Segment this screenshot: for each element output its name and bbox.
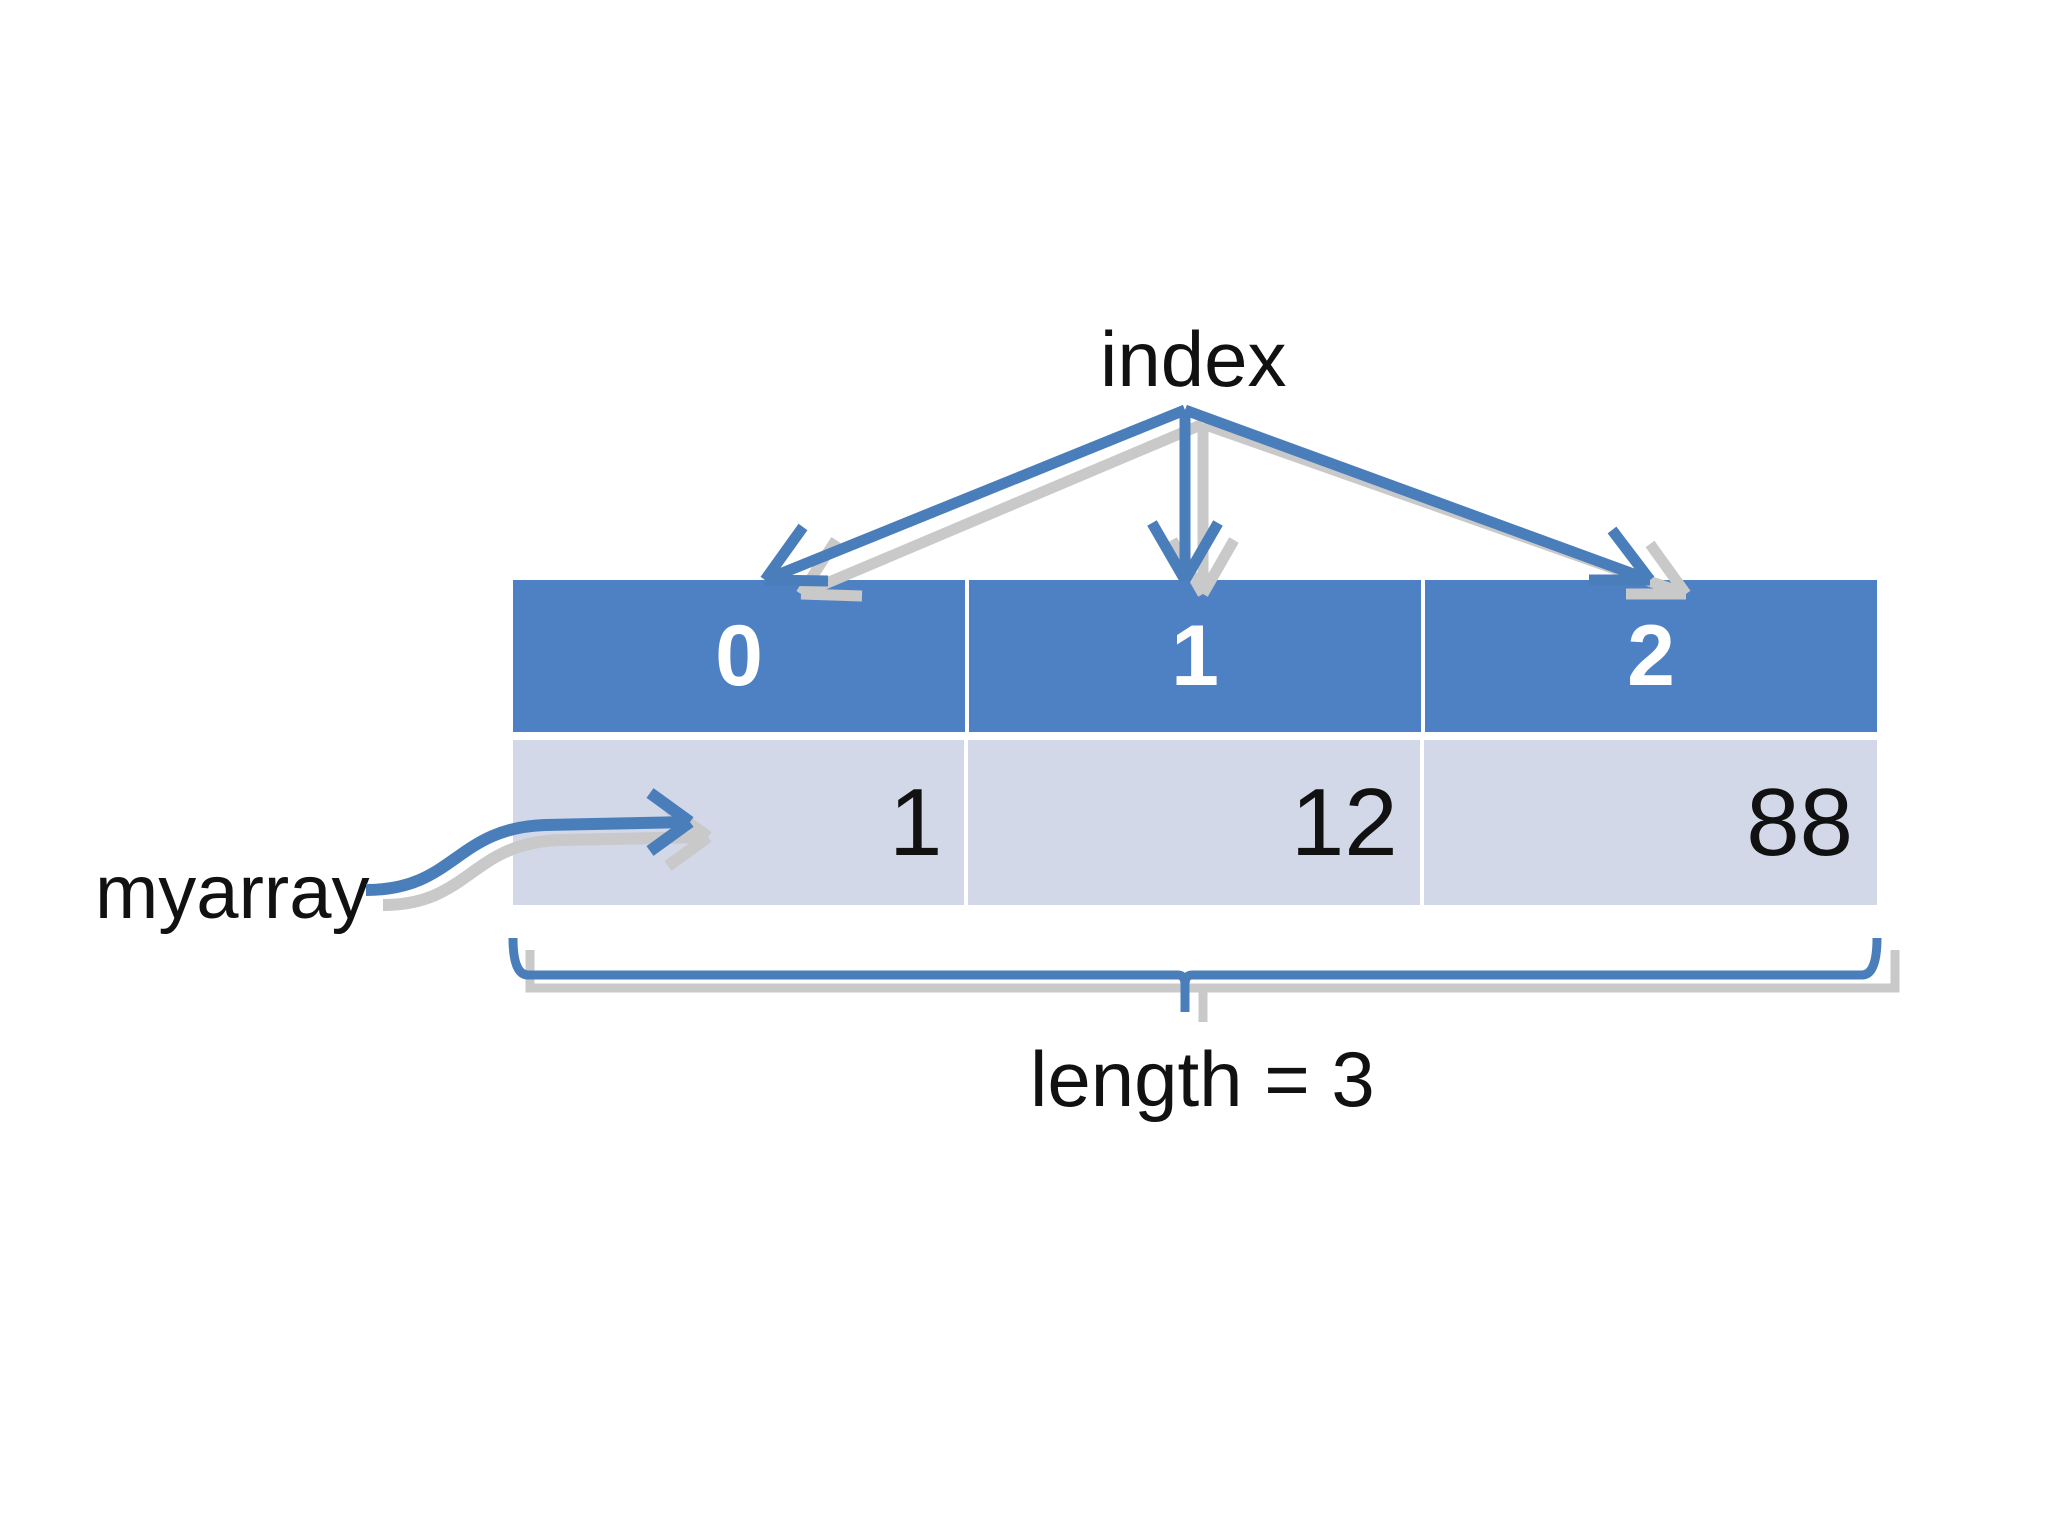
array-value-cell-2[interactable]: 88 (1423, 740, 1877, 905)
array-value-cell-1[interactable]: 12 (968, 740, 1424, 905)
array-index-value-2: 2 (1627, 608, 1675, 704)
length-brace-left-half (508, 937, 1190, 1012)
array-index-row: 0 1 2 (513, 580, 1877, 732)
myarray-label: myarray (95, 850, 370, 935)
array-value-0: 1 (888, 768, 943, 876)
index-arrows-blue (760, 404, 1655, 587)
index-label: index (1100, 315, 1287, 403)
index-arrow-right-head (1589, 526, 1655, 586)
array-value-row: 1 12 88 (513, 740, 1877, 905)
length-brace-shadow (525, 950, 1900, 1022)
array-index-cell-1[interactable]: 1 (969, 580, 1425, 732)
array-index-cell-2[interactable]: 2 (1425, 580, 1877, 732)
index-arrow-middle-head (1147, 520, 1223, 583)
index-arrow-left-head (760, 523, 829, 587)
index-arrow-left-line (762, 404, 1188, 586)
index-arrows-shadow (796, 418, 1691, 602)
length-brace-blue (508, 937, 1882, 1012)
length-label: length = 3 (1030, 1035, 1375, 1123)
length-brace-right-half (1180, 937, 1882, 1012)
index-arrow-right-line (1183, 404, 1652, 586)
array-index-cell-0[interactable]: 0 (513, 580, 969, 732)
array-table: 0 1 2 1 12 88 (513, 580, 1877, 905)
array-value-1: 12 (1290, 768, 1398, 876)
array-value-cell-0[interactable]: 1 (513, 740, 969, 905)
array-value-2: 88 (1746, 768, 1853, 876)
array-index-value-0: 0 (715, 608, 763, 704)
array-index-value-1: 1 (1171, 608, 1219, 704)
